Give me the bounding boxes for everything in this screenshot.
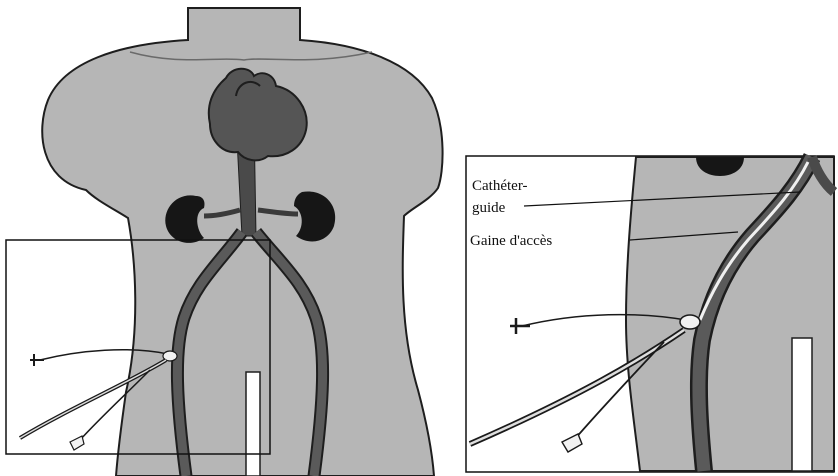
label-guide-catheter-line2: guide — [472, 200, 506, 216]
zoomed-inset-view: Cathéter- guide Gaine d'accès — [466, 156, 834, 472]
hub-connector-left — [30, 354, 44, 366]
label-access-sheath: Gaine d'accès — [470, 233, 552, 249]
zoom-groin-gap — [792, 338, 812, 471]
groin-gap — [246, 372, 260, 476]
side-port-valve-left — [70, 436, 84, 450]
full-torso-view — [6, 8, 443, 476]
zoom-puncture-site — [680, 315, 700, 329]
label-guide-catheter-line1: Cathéter- — [472, 178, 528, 194]
